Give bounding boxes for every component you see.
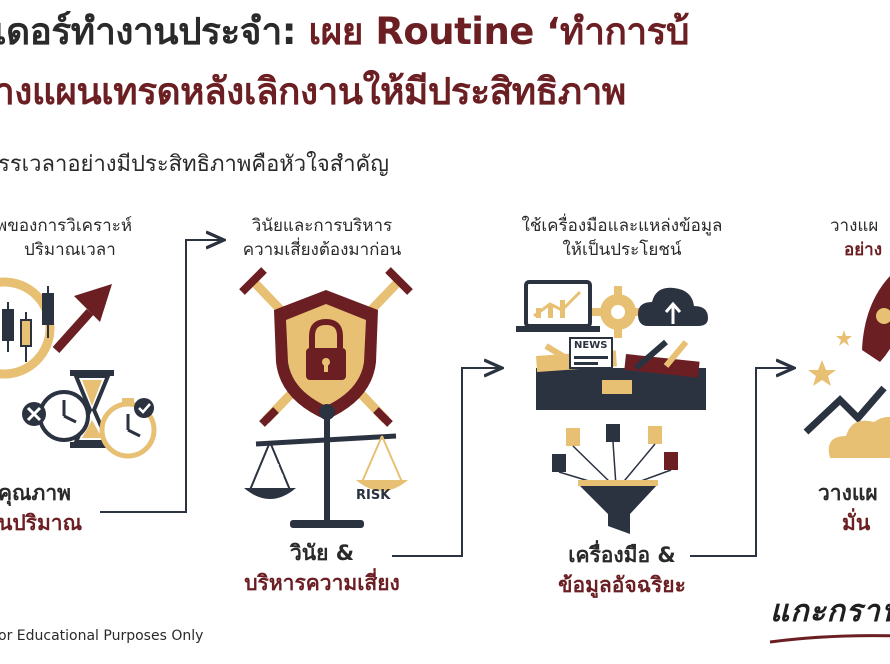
- hourglass-icon: [70, 370, 114, 448]
- cloud-upload-icon: [638, 287, 708, 326]
- col4-heading-line1: วางแผ: [830, 216, 879, 236]
- discipline-risk-illustration: [239, 267, 413, 528]
- page-title-line2: างแผนเทรดหลังเลิกงานให้มีประสิทธิภาพ: [0, 70, 626, 113]
- title-accent-part: เผย Routine ‘ทำการบ้: [308, 10, 690, 53]
- page-subtitle: รรเวลาอย่างมีประสิทธิภาพคือหัวใจสำคัญ: [0, 152, 390, 177]
- col4-footer-line1: วางแผ: [818, 481, 878, 505]
- funnel-icon: [578, 480, 658, 534]
- lock-icon: [306, 318, 346, 380]
- title-dark-part: เดอร์ทำงานประจำ:: [0, 10, 309, 53]
- col1-heading: พของการวิเคราะห์ ปริมาณเวลา: [0, 214, 132, 262]
- gold-ring-icon: [0, 277, 55, 379]
- signature-underline: [769, 634, 890, 644]
- col2-footer-line2: บริหารความเสี่ยง: [244, 571, 400, 595]
- check-icon: [134, 398, 154, 418]
- clock-icon: [38, 390, 90, 442]
- scale-percent-label: %: [262, 462, 285, 487]
- col4-footer-line2: มั่น: [842, 511, 871, 535]
- document-sources-icon: [552, 424, 678, 489]
- disclaimer-text: or Educational Purposes Only: [0, 628, 204, 644]
- col2-heading-line1: วินัยและการบริหาร: [251, 216, 393, 236]
- col3-heading: ใช้เครื่องมือและแหล่งข้อมูล ให้เป็นประโย…: [492, 214, 752, 262]
- connector-3: [690, 368, 792, 557]
- page-title-line1: เดอร์ทำงานประจำ: เผย Routine ‘ทำการบ้: [0, 6, 890, 58]
- candlestick-icon: [2, 286, 54, 362]
- col1-footer-line1: คุณภาพ: [0, 481, 72, 505]
- connector-1: [100, 240, 222, 513]
- laptop-chart-icon: [516, 280, 600, 332]
- col1-heading-line1: พของการวิเคราะห์: [0, 216, 133, 236]
- col3-heading-line2: ให้เป็นประโยชน์: [562, 240, 682, 260]
- col1-footer: คุณภาพ นปริมาณ: [0, 478, 82, 538]
- rocket-icon: [862, 276, 890, 362]
- star-icon: [808, 330, 852, 386]
- col3-footer-line2: ข้อมูลอัจฉริยะ: [558, 573, 686, 597]
- trend-arrow-icon: [52, 284, 112, 354]
- gear-icon: [592, 286, 644, 338]
- col3-heading-line1: ใช้เครื่องมือและแหล่งข้อมูล: [521, 216, 723, 236]
- time-quality-illustration: [0, 277, 157, 459]
- col3-footer-line1: เครื่องมือ &: [568, 543, 676, 567]
- col2-heading: วินัยและการบริหาร ความเสี่ยงต้องมาก่อน: [212, 214, 432, 262]
- col4-heading: วางแผ อย่าง: [830, 214, 882, 262]
- col1-heading-line2: ปริมาณเวลา: [24, 240, 116, 260]
- toolbox-icon: [536, 339, 706, 410]
- balance-scale-icon: [244, 404, 408, 528]
- connector-2: [392, 368, 500, 557]
- cancel-icon: [22, 402, 46, 426]
- col2-footer: วินัย & บริหารความเสี่ยง: [212, 538, 432, 598]
- tools-data-illustration: [516, 280, 708, 534]
- col1-footer-line2: นปริมาณ: [0, 511, 83, 535]
- news-label: NEWS: [574, 340, 608, 351]
- col4-footer: วางแผ มั่น: [818, 478, 878, 538]
- col4-heading-line2: อย่าง: [844, 240, 883, 260]
- col2-footer-line1: วินัย &: [289, 541, 355, 565]
- brand-signature: แกะกราฟ: [770, 594, 890, 629]
- news-paper-icon: [569, 337, 613, 369]
- zigzag-chart-icon: [803, 385, 887, 435]
- smoke-cloud-icon: [828, 416, 890, 458]
- planning-illustration: [803, 276, 890, 458]
- col2-heading-line2: ความเสี่ยงต้องมาก่อน: [242, 240, 402, 260]
- scale-risk-label: RISK: [356, 488, 391, 503]
- col3-footer: เครื่องมือ & ข้อมูลอัจฉริยะ: [502, 540, 742, 600]
